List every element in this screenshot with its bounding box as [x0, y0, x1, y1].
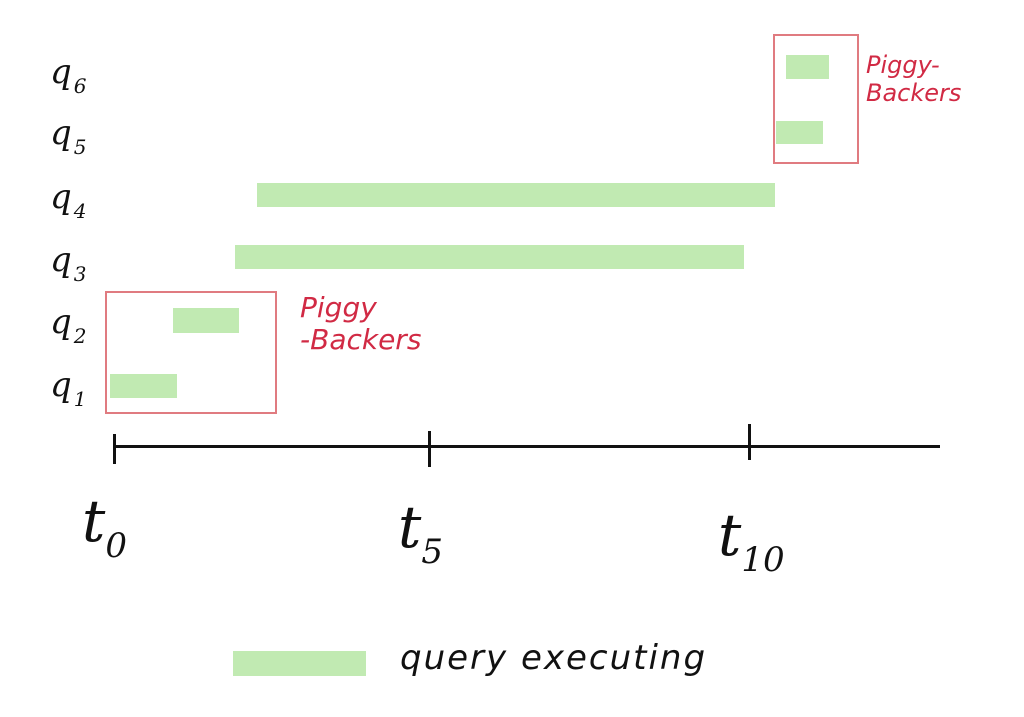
tick-t5: [428, 431, 431, 467]
bar-q3: [235, 245, 744, 269]
piggy-backers-box-left: [105, 291, 277, 414]
bar-q4: [257, 183, 775, 207]
piggy-backers-box-right: [773, 34, 859, 164]
label-t10: t10: [718, 501, 785, 580]
annotation-left: Piggy -Backers: [300, 291, 422, 357]
annotation-right-line1: Piggy-: [866, 51, 940, 79]
bar-q1: [110, 374, 177, 398]
bar-q5: [776, 121, 823, 144]
bar-q2: [173, 308, 239, 333]
bar-q6: [786, 55, 829, 79]
annotation-right: Piggy- Backers: [866, 51, 962, 107]
tick-t0: [113, 434, 116, 464]
legend-label: query executing: [400, 638, 708, 678]
annotation-left-line1: Piggy: [300, 291, 377, 324]
time-axis: [114, 445, 940, 448]
annotation-right-line2: Backers: [866, 78, 962, 107]
label-t0: t0: [82, 487, 127, 566]
legend-swatch: [233, 651, 366, 676]
tick-t10: [748, 424, 751, 460]
annotation-left-line2: -Backers: [300, 323, 422, 357]
label-t5: t5: [398, 493, 443, 572]
